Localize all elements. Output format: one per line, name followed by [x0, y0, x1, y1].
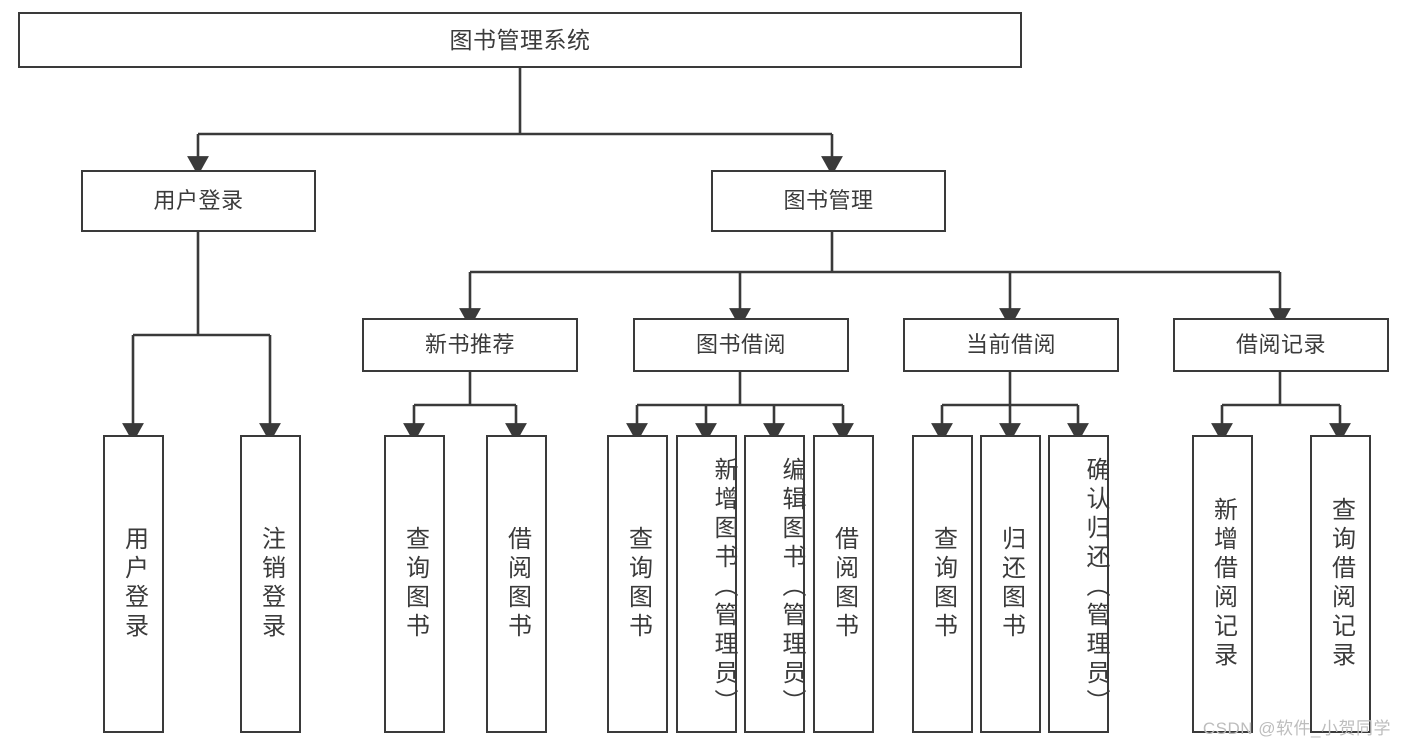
node-label: 借阅记录	[1235, 332, 1326, 357]
node-label: 确认归还（管理员）	[1082, 456, 1109, 718]
node-label: 借阅图书	[830, 526, 858, 642]
leaf-current-borrow-confirm-return-admin[interactable]: 确认归还（管理员）	[1048, 435, 1109, 733]
node-label: 编辑图书（管理员）	[778, 456, 805, 718]
csdn-watermark: CSDN @软件_小贺同学	[1202, 719, 1391, 738]
leaf-new-book-query-books[interactable]: 查询图书	[384, 435, 445, 733]
node-label: 新增借阅记录	[1209, 497, 1237, 671]
leaf-current-borrow-query-books[interactable]: 查询图书	[912, 435, 973, 733]
node-label: 借阅图书	[503, 526, 531, 642]
node-book-borrow[interactable]: 图书借阅	[633, 318, 849, 372]
leaf-borrow-record-add-record[interactable]: 新增借阅记录	[1192, 435, 1253, 733]
node-new-book-recommend[interactable]: 新书推荐	[362, 318, 578, 372]
node-label: 用户登录	[120, 526, 148, 642]
node-label: 查询图书	[929, 526, 957, 642]
node-label: 图书管理	[783, 188, 874, 213]
node-current-borrow[interactable]: 当前借阅	[903, 318, 1119, 372]
leaf-book-borrow-edit-book-admin[interactable]: 编辑图书（管理员）	[744, 435, 805, 733]
node-label: 查询图书	[401, 526, 429, 642]
node-label: 注销登录	[257, 526, 285, 642]
leaf-book-borrow-add-book-admin[interactable]: 新增图书（管理员）	[676, 435, 737, 733]
node-label: 图书管理系统	[449, 26, 591, 53]
node-borrow-record[interactable]: 借阅记录	[1173, 318, 1389, 372]
node-user-login[interactable]: 用户登录	[81, 170, 316, 232]
node-label: 当前借阅	[965, 332, 1056, 357]
node-label: 查询借阅记录	[1327, 497, 1355, 671]
leaf-borrow-record-query-record[interactable]: 查询借阅记录	[1310, 435, 1371, 733]
leaf-user-login-logout[interactable]: 注销登录	[240, 435, 301, 733]
node-label: 新书推荐	[424, 332, 515, 357]
leaf-book-borrow-borrow-books[interactable]: 借阅图书	[813, 435, 874, 733]
leaf-user-login-login[interactable]: 用户登录	[103, 435, 164, 733]
leaf-new-book-borrow-books[interactable]: 借阅图书	[486, 435, 547, 733]
node-label: 归还图书	[997, 526, 1025, 642]
node-label: 查询图书	[624, 526, 652, 642]
node-label: 新增图书（管理员）	[710, 456, 737, 718]
node-label: 用户登录	[153, 188, 244, 213]
node-label: 图书借阅	[695, 332, 786, 357]
node-book-management[interactable]: 图书管理	[711, 170, 946, 232]
leaf-book-borrow-query-books[interactable]: 查询图书	[607, 435, 668, 733]
node-root-book-management-system[interactable]: 图书管理系统	[18, 12, 1022, 68]
leaf-current-borrow-return-books[interactable]: 归还图书	[980, 435, 1041, 733]
